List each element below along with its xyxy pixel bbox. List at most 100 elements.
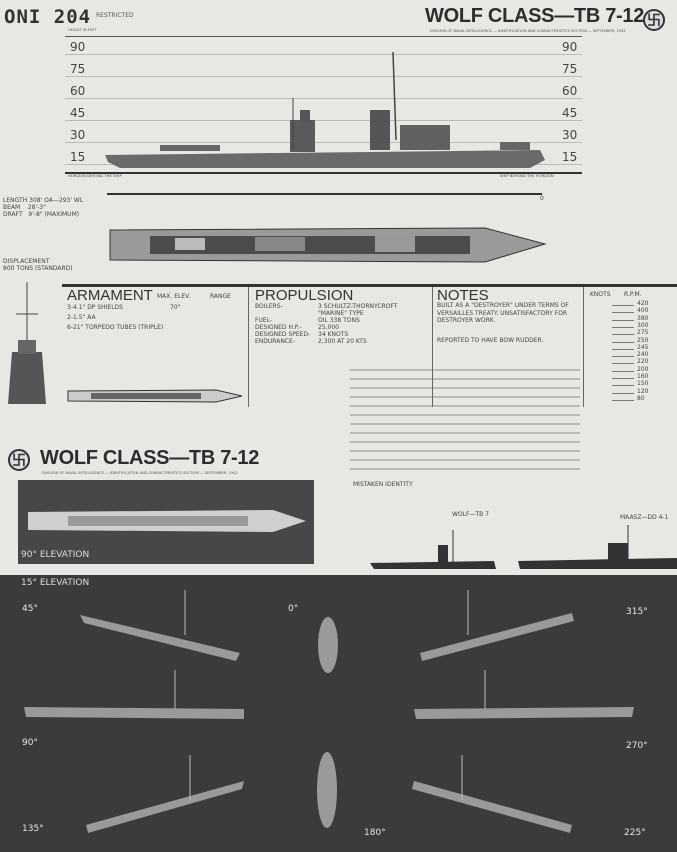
propulsion-value: 3 SCHULTZ-THORNYCROFT [318,303,398,310]
rpm-line [612,370,634,372]
rpm-value: 120 [637,387,649,395]
draft: DRAFT 9'-8" (MAXIMUM) [3,211,80,218]
note-1: BUILT AS A "DESTROYER" UNDER TERMS OF VE… [437,302,569,324]
angle-label: 90° [22,738,38,748]
speed-col-rpm: R.P.M. [624,291,642,298]
elevation-90-label: 90° ELEVATION [21,550,90,560]
displacement-label: DISPLACEMENT [3,258,50,265]
scale-gridline [65,98,582,99]
scale-baseline [107,193,542,195]
rpm-line [612,356,634,358]
rpm-value: 80 [637,394,645,402]
rpm-line [612,312,634,314]
scale-gridline [65,142,582,143]
scale-caption: HEIGHT IN FEET [68,28,97,32]
rpm-value: 150 [637,380,649,388]
note-2: REPORTED TO HAVE BOW RUDDER. [437,337,544,344]
propulsion-heading: PROPULSION [255,287,354,304]
swastika-emblem-icon: 卐 [8,449,30,471]
scale-mark: 30 [70,128,86,142]
rpm-line [612,341,634,343]
divider [432,287,433,407]
scale-mark: 90 [70,40,86,54]
scale-mark: 60 [562,84,578,98]
propulsion-value: 2,300 AT 20 KTS [318,338,367,345]
scale-mark: 15 [70,150,86,164]
propulsion-value: 34 KNOTS [318,331,349,338]
rpm-line [612,378,634,379]
armament-plan-drawing [67,389,243,403]
rpm-line [612,305,634,306]
length: LENGTH 308' OA—293' WL [3,197,84,204]
rpm-value: 240 [637,351,649,359]
ship-profile-drawing [105,51,545,168]
scale-mark: 75 [70,62,86,76]
classification: RESTRICTED [96,12,134,19]
scale-mark: 75 [562,62,578,76]
propulsion-label: BOILERS- [255,303,283,310]
rpm-line [612,363,634,365]
ship-bow-view-drawing [8,282,46,404]
rpm-line [612,392,634,394]
scale-mark: 45 [70,106,86,120]
scale-gridline [65,120,582,121]
photo-page-title: WOLF CLASS—TB 7-12 [40,447,260,469]
propulsion-label: ENDURANCE- [255,338,295,345]
scale-mark: 30 [562,128,578,142]
divider [248,287,249,407]
ship-plan-drawing [109,227,547,263]
scale-zero: 0 [540,195,544,202]
armament-item: 6-21" TORPEDO TUBES (TRIPLE) [67,324,164,331]
rpm-value: 300 [637,321,649,329]
armament-item: 2-1.5" AA [67,314,96,321]
ship-b-label: MAASZ—DD 4-1 [620,514,669,521]
armament-item: 3-4.1" DP SHIELDS [67,304,123,311]
angle-label: 135° [22,824,44,834]
propulsion-value: OIL 338 TONS [318,317,360,324]
divider [583,287,584,407]
elevation-15-label: 15° ELEVATION [21,578,90,588]
rpm-value: 160 [637,373,649,380]
scale-mark: 45 [562,106,578,120]
page-subtitle: DIVISION OF NAVAL INTELLIGENCE — IDENTIF… [430,29,626,33]
propulsion-label: DESIGNED SPEED- [255,331,311,338]
rpm-line [612,326,634,328]
angle-label: 225° [624,828,646,838]
scale-gridline [65,54,582,55]
propulsion-value: "MARINE" TYPE [318,310,364,317]
section-divider [62,284,677,287]
document-id: ONI 204 [4,6,92,28]
elevation-90-photo [18,480,314,564]
propulsion-value: 25,000 [318,324,339,331]
angle-label: 270° [626,741,648,751]
comparison-silhouettes [370,525,677,569]
angle-label: 45° [22,604,38,614]
notes-heading: NOTES [437,287,489,304]
rpm-value: 400 [637,307,649,315]
scale-gridline [65,76,582,77]
armament-col-range: RANGE [210,293,231,300]
rpm-line [612,348,634,350]
ship-model-views [24,590,634,833]
horizon-caption-right: SHIP BEYOND THE HORIZON [500,173,554,178]
rpm-line [612,385,634,387]
horizon-caption-left: HORIZON BEYOND THE SHIP [68,173,122,178]
rpm-value: 200 [637,365,649,373]
displacement-value: 800 TONS (STANDARD) [3,265,73,272]
beam: BEAM 28'-3" [3,204,46,211]
rpm-line [612,334,634,336]
rpm-value: 380 [637,314,649,322]
armament-heading: ARMAMENT [67,287,153,304]
angle-label: 0° [288,604,299,614]
photo-page-subtitle: DIVISION OF NAVAL INTELLIGENCE — IDENTIF… [42,471,238,475]
mistaken-identity-heading: MISTAKEN IDENTITY [353,481,413,488]
bleed-through-text [350,362,580,470]
profile-scale [65,36,582,174]
propulsion-label: DESIGNED H.P.- [255,324,302,331]
armament-elev: 70° [170,304,181,311]
rpm-value: 245 [637,343,649,351]
rpm-value: 420 [637,300,649,307]
swastika-emblem-icon: 卐 [643,9,665,31]
armament-col-elev: MAX. ELEV. [157,293,191,300]
angle-label: 315° [626,607,648,617]
